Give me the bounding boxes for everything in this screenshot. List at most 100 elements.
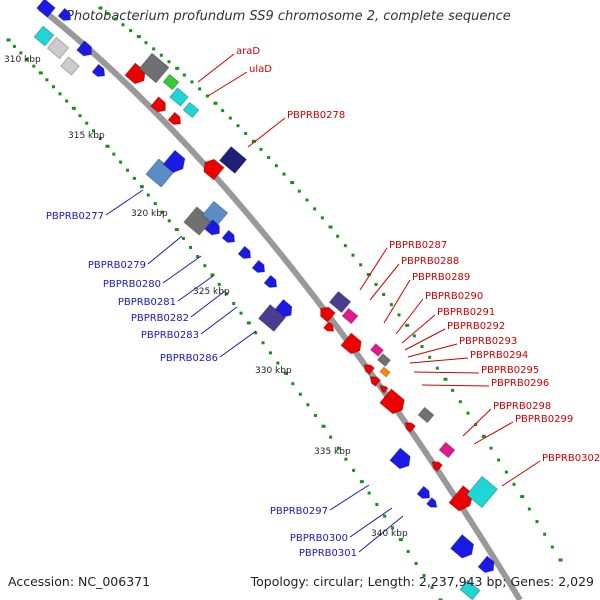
- outer-tick-dot: [221, 109, 225, 113]
- outer-tick-dot: [527, 507, 531, 511]
- gene-arrow: [322, 321, 335, 332]
- inner-tick-dot: [283, 371, 288, 375]
- scale-label: 325 kbp: [193, 287, 230, 297]
- inner-tick-dot: [246, 321, 251, 325]
- leader-line-red: [197, 53, 235, 83]
- outer-tick-dot: [129, 29, 133, 33]
- outer-tick-dot: [412, 334, 416, 338]
- gene-feature: [389, 447, 411, 470]
- inner-tick-dot: [438, 598, 443, 600]
- gene-feature: [449, 533, 475, 559]
- gene-feature: [416, 485, 431, 499]
- inner-tick-dot: [132, 176, 136, 180]
- inner-tick-dot: [422, 574, 426, 578]
- inner-tick-dot: [224, 292, 228, 296]
- scale-label: 335 kbp: [314, 447, 351, 457]
- outer-tick-dot: [458, 400, 462, 404]
- inner-tick-dot: [160, 210, 164, 214]
- inner-tick-dot: [291, 382, 295, 386]
- gene-arrow: [465, 475, 499, 509]
- gene-arrow: [221, 229, 236, 243]
- outer-tick-dot: [558, 558, 563, 562]
- gene-arrow: [340, 332, 362, 355]
- outer-tick-dot: [443, 377, 448, 381]
- gene-arrow: [477, 555, 495, 574]
- leader-line-blue: [177, 275, 214, 302]
- gene-arrow: [425, 497, 438, 508]
- gene-arrow: [138, 52, 170, 84]
- outer-tick-dot: [244, 131, 248, 135]
- gene-arrow: [162, 149, 186, 174]
- gene-feature: [263, 274, 278, 288]
- inner-tick-dot: [181, 236, 185, 240]
- inner-tick-dot: [38, 71, 43, 75]
- inner-tick-dot: [329, 435, 333, 439]
- gene-feature: [425, 497, 438, 508]
- gene-label-red: PBPRB0291: [437, 307, 495, 318]
- inner-tick-dot: [406, 549, 410, 553]
- gene-arrow: [91, 63, 106, 77]
- inner-tick-dot: [313, 413, 317, 417]
- gene-arrow: [57, 7, 72, 21]
- gene-label-blue: PBPRB0281: [118, 297, 176, 308]
- gene-arrow: [46, 36, 70, 60]
- inner-tick-dot: [336, 446, 340, 450]
- gene-label-red: PBPRB0278: [287, 110, 345, 121]
- leader-line-blue: [349, 507, 393, 538]
- gene-label-red: PBPRB0296: [491, 378, 549, 389]
- inner-tick-dot: [414, 561, 418, 565]
- gene-label-red: araD: [236, 46, 260, 57]
- leader-line-red: [462, 408, 492, 437]
- inner-tick-dot: [321, 424, 326, 428]
- gene-feature: [376, 353, 392, 367]
- gene-label-blue: PBPRB0297: [270, 506, 328, 517]
- outer-tick-dot: [205, 94, 209, 98]
- outer-tick-dot: [297, 189, 301, 193]
- gene-label-blue: PBPRB0279: [88, 260, 146, 271]
- gene-label-red: PBPRB0295: [481, 365, 539, 376]
- gene-label-red: PBPRB0302: [542, 453, 600, 464]
- gene-feature: [237, 245, 252, 259]
- gene-feature: [431, 461, 444, 472]
- outer-tick-dot: [466, 411, 470, 415]
- gene-arrow: [341, 307, 359, 325]
- inner-tick-dot: [98, 136, 102, 140]
- outer-tick-dot: [382, 293, 386, 297]
- gene-feature: [203, 158, 225, 181]
- inner-tick-dot: [375, 503, 379, 507]
- gene-arrow: [33, 25, 55, 47]
- outer-tick-dot: [336, 234, 340, 238]
- outer-tick-dot: [190, 80, 194, 84]
- outer-tick-dot: [320, 216, 324, 220]
- outer-tick-dot: [159, 53, 163, 57]
- gene-feature: [363, 364, 376, 375]
- inner-tick-dot: [268, 351, 272, 355]
- leader-line-blue: [219, 330, 257, 358]
- gene-feature: [379, 366, 391, 378]
- gene-feature: [328, 290, 352, 314]
- leader-line-red: [359, 247, 388, 291]
- gene-feature: [221, 229, 236, 243]
- inner-tick-dot: [217, 282, 221, 286]
- leader-line-red: [407, 343, 458, 358]
- leader-line-blue: [329, 484, 370, 511]
- outer-tick-dot: [550, 545, 554, 549]
- gene-arrow: [320, 306, 336, 323]
- inner-tick-dot: [78, 114, 82, 118]
- inner-tick-dot: [232, 301, 236, 305]
- outer-tick-dot: [366, 273, 371, 277]
- inner-tick-dot: [112, 152, 116, 156]
- accession-text: Accession: NC_006371: [8, 574, 151, 589]
- genes-layer: [33, 0, 499, 600]
- outer-tick-dot: [451, 388, 455, 392]
- gene-label-blue: PBPRB0280: [103, 279, 161, 290]
- gene-arrow: [438, 441, 456, 459]
- gene-arrow: [369, 376, 382, 387]
- gene-label-red: PBPRB0287: [389, 240, 447, 251]
- gene-label-red: PBPRB0299: [515, 414, 573, 425]
- leader-line-red: [409, 357, 469, 364]
- backbone-layer: [38, 5, 523, 600]
- outer-tick-dot: [251, 139, 256, 143]
